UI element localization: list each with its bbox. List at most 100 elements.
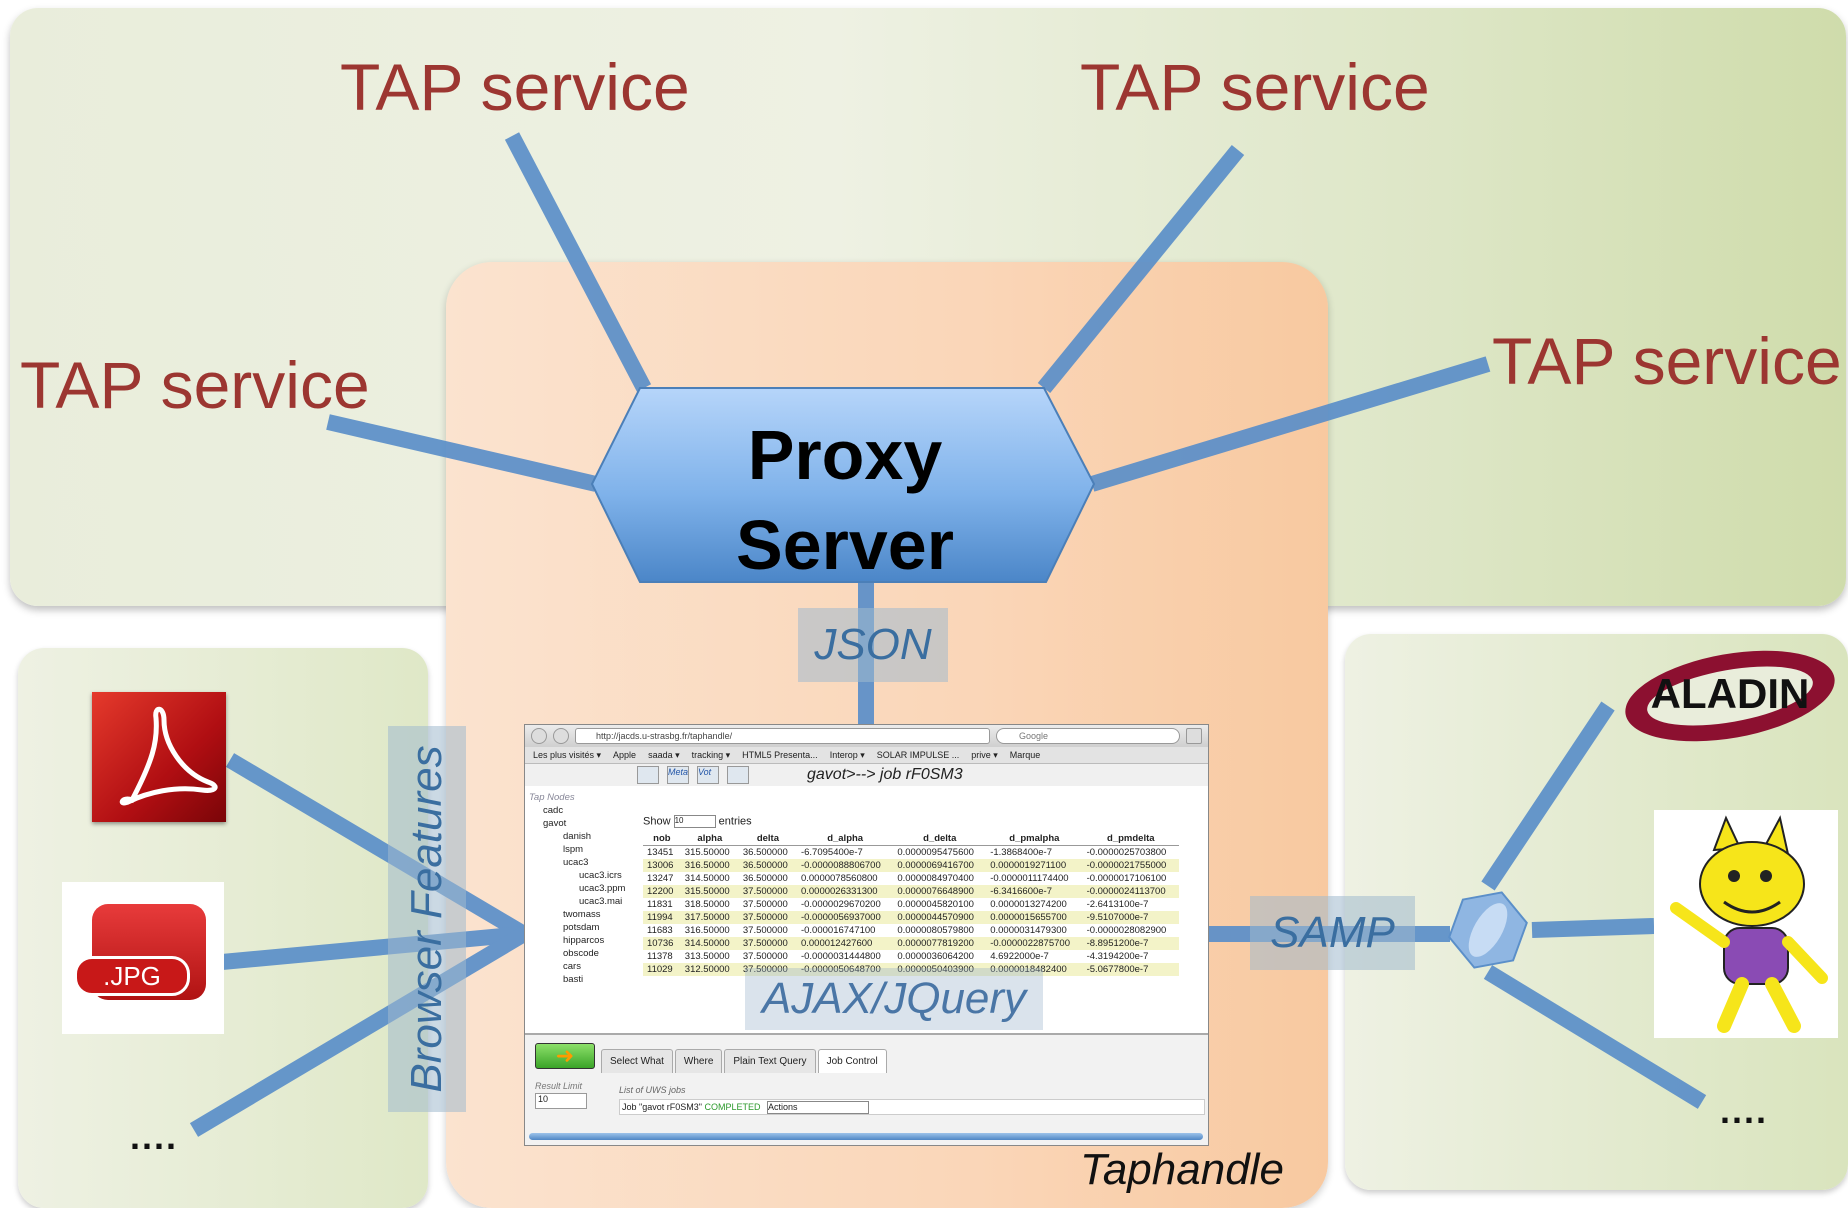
table-cell: -0.0000025703800	[1082, 845, 1179, 859]
tap-nodes-tree: Tap Nodes cadc gavot danish lspm ucac3 u…	[529, 791, 639, 986]
tree-item[interactable]: potsdam	[563, 922, 600, 933]
table-icon[interactable]	[637, 766, 659, 784]
show-entries: Show 10 entries	[643, 815, 1203, 828]
table-cell: 37.500000	[738, 911, 797, 924]
proxy-line-1: Proxy	[747, 416, 943, 494]
table-cell: -2.6413100e-7	[1082, 898, 1179, 911]
tree-item[interactable]: ucac3.icrs	[579, 870, 622, 881]
json-tag: JSON	[798, 608, 948, 682]
table-cell: -0.0000017106100	[1082, 872, 1179, 885]
url-field[interactable]: http://jacds.u-strasbg.fr/taphandle/	[575, 728, 990, 744]
bookmark[interactable]: Interop ▾	[829, 749, 865, 760]
table-cell: 11378	[643, 950, 681, 963]
tab-job-control[interactable]: Job Control	[817, 1049, 887, 1073]
job-actions-select[interactable]: Actions	[766, 1101, 869, 1115]
table-cell: -0.0000088806700	[796, 859, 894, 872]
link-tap-top-left	[504, 132, 652, 392]
tree-item[interactable]: obscode	[563, 948, 599, 959]
tree-item[interactable]: hipparcos	[563, 935, 605, 946]
bookmark[interactable]: Apple	[613, 750, 637, 760]
back-icon[interactable]	[531, 728, 547, 744]
table-cell: 36.500000	[738, 845, 797, 859]
tree-item[interactable]: gavot	[543, 818, 567, 829]
show-select[interactable]: 10	[673, 815, 716, 828]
table-cell: 37.500000	[738, 898, 797, 911]
vot-button[interactable]: Vot	[697, 766, 719, 784]
tab-plain-text-query[interactable]: Plain Text Query	[724, 1049, 816, 1073]
table-cell: 0.0000044570900	[893, 911, 987, 924]
link-topcat	[1531, 918, 1655, 938]
tree-item[interactable]: ucac3.mai	[579, 896, 623, 907]
bookmark[interactable]: prive ▾	[971, 749, 998, 760]
result-limit-input[interactable]: 10	[535, 1093, 587, 1109]
table-cell: -0.0000050648700	[796, 963, 894, 976]
table-cell: 0.0000019271100	[986, 859, 1083, 872]
tree-item[interactable]: lspm	[563, 844, 584, 855]
table-cell: 11683	[643, 924, 681, 937]
tree-item[interactable]: ucac3	[563, 857, 589, 868]
progress-bar	[529, 1133, 1203, 1140]
table-cell: -0.0000024113700	[1082, 885, 1179, 898]
meta-button[interactable]: Meta	[667, 766, 689, 784]
tree-item[interactable]: danish	[563, 831, 591, 842]
tab-select-what[interactable]: Select What	[601, 1049, 673, 1073]
tree-item[interactable]: twomass	[563, 909, 601, 920]
table-cell: -8.8951200e-7	[1082, 937, 1179, 950]
samp-hub-icon	[1448, 891, 1528, 969]
proxy-server-hexagon	[590, 387, 1096, 583]
table-cell: 312.50000	[680, 963, 739, 976]
table-cell: 0.0000078560800	[796, 872, 894, 885]
bookmark[interactable]: HTML5 Presenta...	[742, 750, 818, 760]
column-header[interactable]: d_pmalpha	[986, 832, 1083, 846]
tree-item[interactable]: ucac3.ppm	[579, 883, 626, 894]
tap-service-top-right: TAP service	[1080, 50, 1430, 124]
table-cell: -4.3194200e-7	[1082, 950, 1179, 963]
tree-item[interactable]: cadc	[543, 805, 564, 816]
topcat-cat-icon	[1654, 810, 1838, 1038]
link-tap-right	[1089, 356, 1491, 492]
bookmark[interactable]: Marque	[1009, 750, 1041, 760]
job-title: gavot>--> job rF0SM3	[807, 766, 963, 783]
column-header[interactable]: d_delta	[893, 832, 987, 846]
table-cell: 10736	[643, 937, 681, 950]
column-header[interactable]: d_alpha	[796, 832, 894, 846]
run-query-button[interactable]: ➜	[535, 1043, 595, 1069]
bookmark[interactable]: SOLAR IMPULSE ...	[876, 750, 960, 760]
table-cell: 0.0000015655700	[986, 911, 1083, 924]
bookmark[interactable]: saada ▾	[648, 749, 680, 760]
cart-icon[interactable]	[727, 766, 749, 784]
column-header[interactable]: nob	[643, 832, 681, 846]
bookmark[interactable]: tracking ▾	[691, 749, 731, 760]
bookmark[interactable]: Les plus visités ▾	[533, 749, 602, 760]
table-cell: 0.0000050403900	[893, 963, 987, 976]
tree-item[interactable]: basti	[563, 974, 584, 985]
table-cell: 0.0000031479300	[986, 924, 1083, 937]
tab-where[interactable]: Where	[674, 1049, 723, 1073]
tree-item[interactable]: cars	[563, 961, 581, 972]
table-cell: 314.50000	[680, 937, 739, 950]
column-header[interactable]: delta	[738, 832, 797, 846]
table-cell: 315.50000	[680, 845, 739, 859]
table-cell: 36.500000	[738, 859, 797, 872]
query-tabs: Select What Where Plain Text Query Job C…	[601, 1049, 889, 1073]
home-icon[interactable]	[1186, 728, 1202, 744]
taphandle-screenshot: http://jacds.u-strasbg.fr/taphandle/ Goo…	[524, 724, 1209, 1146]
table-cell: 13247	[643, 872, 681, 885]
table-cell: 318.50000	[680, 898, 739, 911]
column-header[interactable]: alpha	[680, 832, 739, 846]
column-header[interactable]: d_pmdelta	[1082, 832, 1179, 846]
search-field[interactable]: Google	[996, 728, 1180, 744]
forward-icon[interactable]	[553, 728, 569, 744]
table-cell: 0.0000069416700	[893, 859, 987, 872]
